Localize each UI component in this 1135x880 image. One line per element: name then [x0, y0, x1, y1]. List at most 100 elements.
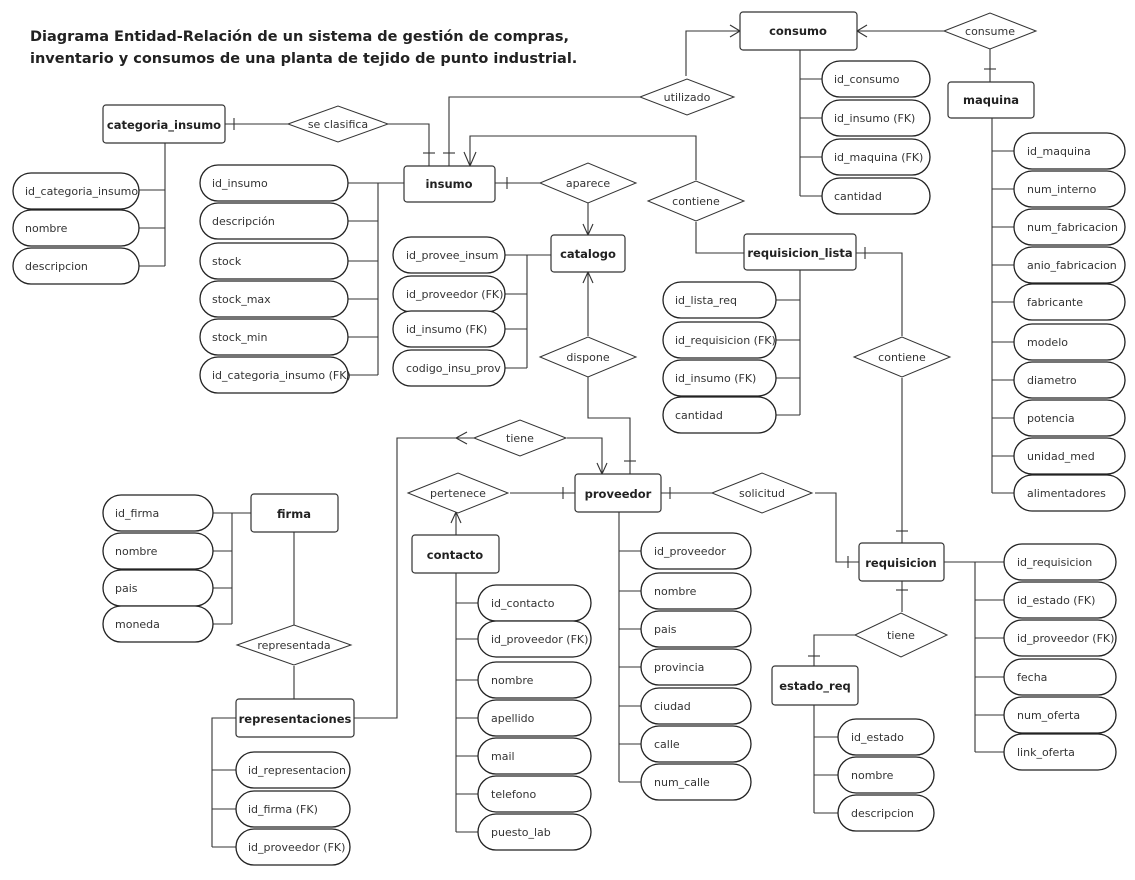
rel-solicitud: solicitud [710, 472, 814, 514]
svg-text:id_insumo: id_insumo [212, 177, 268, 190]
svg-text:id_representacion: id_representacion [248, 764, 346, 777]
svg-text:id_categoria_insumo (FK): id_categoria_insumo (FK) [212, 369, 351, 382]
rel-utilizado: utilizado [638, 78, 736, 116]
svg-text:calle: calle [654, 738, 680, 751]
attr-insumo-stock-min: stock_min [199, 318, 349, 356]
svg-text:id_proveedor (FK): id_proveedor (FK) [1017, 632, 1114, 645]
attr-maquina-modelo: modelo [1013, 323, 1126, 361]
svg-text:nombre: nombre [491, 674, 534, 687]
svg-text:stock_max: stock_max [212, 293, 271, 306]
entity-representaciones: representaciones [235, 698, 355, 738]
svg-text:num_oferta: num_oferta [1017, 709, 1080, 722]
attr-requisicion-id-proveedor: id_proveedor (FK) [1003, 619, 1117, 657]
attr-insumo-id: id_insumo [199, 164, 349, 202]
rel-consume: consume [942, 12, 1038, 50]
svg-text:insumo: insumo [425, 177, 472, 191]
svg-text:id_consumo: id_consumo [834, 73, 900, 86]
attr-maquina-num-fabricacion: num_fabricacion [1013, 208, 1126, 246]
svg-text:contiene: contiene [878, 351, 926, 364]
attr-consumo-id: id_consumo [821, 60, 931, 98]
svg-text:anio_fabricacion: anio_fabricacion [1027, 259, 1117, 272]
svg-text:id_maquina: id_maquina [1027, 145, 1091, 158]
svg-text:diametro: diametro [1027, 374, 1077, 387]
svg-text:id_insumo (FK): id_insumo (FK) [406, 323, 487, 336]
rel-tiene-estado: tiene [853, 612, 949, 658]
svg-text:id_lista_req: id_lista_req [675, 294, 737, 307]
svg-text:telefono: telefono [491, 788, 536, 801]
diagram-title-line-1: Diagrama Entidad-Relación de un sistema … [30, 29, 570, 45]
svg-text:estado_req: estado_req [779, 679, 851, 694]
svg-text:id_insumo (FK): id_insumo (FK) [675, 372, 756, 385]
attr-requisicion-id: id_requisicion [1003, 543, 1117, 581]
svg-text:requisicion_lista: requisicion_lista [747, 246, 852, 261]
svg-text:id_proveedor (FK): id_proveedor (FK) [406, 288, 503, 301]
attr-contacto-id: id_contacto [477, 584, 592, 622]
attr-contacto-puesto-lab: puesto_lab [477, 813, 592, 851]
attr-representaciones-id-proveedor: id_proveedor (FK) [235, 828, 351, 866]
relationships: se clasifica utilizado consume aparece c… [235, 12, 1038, 666]
attr-proveedor-num-calle: num_calle [640, 763, 752, 801]
attr-catalogo-id-proveedor: id_proveedor (FK) [392, 275, 506, 313]
attr-firma-pais: pais [102, 569, 214, 607]
svg-text:proveedor: proveedor [585, 487, 652, 501]
entity-proveedor: proveedor [574, 473, 662, 513]
attr-firma-nombre: nombre [102, 532, 214, 570]
svg-text:consumo: consumo [769, 24, 827, 38]
svg-text:tiene: tiene [506, 432, 534, 445]
entity-firma: firma [250, 493, 339, 533]
attr-contacto-apellido: apellido [477, 699, 592, 737]
svg-text:id_firma: id_firma [115, 507, 159, 520]
attr-req-lista-id-requisicion: id_requisicion (FK) [662, 321, 777, 359]
svg-text:id_estado (FK): id_estado (FK) [1017, 594, 1095, 607]
svg-text:potencia: potencia [1027, 412, 1075, 425]
svg-text:ciudad: ciudad [654, 700, 691, 713]
attr-insumo-stock-max: stock_max [199, 280, 349, 318]
svg-text:consume: consume [965, 25, 1015, 38]
attr-insumo-descripcion: descripción [199, 202, 349, 240]
diagram-title-line-2: inventario y consumos de una planta de t… [30, 51, 578, 67]
svg-text:nombre: nombre [654, 585, 697, 598]
svg-text:solicitud: solicitud [739, 487, 785, 500]
attr-consumo-cantidad: cantidad [821, 177, 931, 215]
attr-contacto-nombre: nombre [477, 661, 592, 699]
svg-text:catalogo: catalogo [560, 247, 616, 261]
svg-text:id_estado: id_estado [851, 731, 904, 744]
svg-text:mail: mail [491, 750, 515, 763]
svg-text:representaciones: representaciones [239, 712, 352, 726]
svg-text:pais: pais [115, 582, 138, 595]
svg-text:requisicion: requisicion [865, 556, 936, 570]
svg-text:descripción: descripción [212, 215, 275, 228]
svg-text:fecha: fecha [1017, 671, 1047, 684]
attr-maquina-unidad-med: unidad_med [1013, 437, 1126, 475]
attr-maquina-diametro: diametro [1013, 361, 1126, 399]
attr-categoria-insumo-id: id_categoria_insumo [12, 172, 140, 210]
svg-text:stock: stock [212, 255, 242, 268]
svg-text:codigo_insu_prov: codigo_insu_prov [406, 362, 501, 375]
rel-se-clasifica: se clasifica [286, 105, 390, 143]
svg-text:categoria_insumo: categoria_insumo [107, 118, 221, 133]
rel-aparece: aparece [538, 162, 638, 204]
svg-text:id_firma (FK): id_firma (FK) [248, 803, 318, 816]
attr-requisicion-fecha: fecha [1003, 658, 1117, 696]
svg-text:cantidad: cantidad [675, 409, 723, 422]
svg-text:descripcion: descripcion [25, 260, 88, 273]
svg-text:modelo: modelo [1027, 336, 1068, 349]
attr-contacto-mail: mail [477, 737, 592, 775]
attr-consumo-id-insumo: id_insumo (FK) [821, 99, 931, 137]
rel-dispone: dispone [538, 336, 638, 378]
attr-estado-req-nombre: nombre [837, 756, 935, 794]
attributes: id_categoria_insumo nombre descripcion i… [12, 60, 1126, 866]
svg-text:contiene: contiene [672, 195, 720, 208]
attr-proveedor-provincia: provincia [640, 648, 752, 686]
entities: categoria_insumo insumo catalogo consumo… [102, 11, 1035, 738]
attr-firma-id: id_firma [102, 494, 214, 532]
svg-text:moneda: moneda [115, 618, 160, 631]
attr-catalogo-codigo: codigo_insu_prov [392, 349, 506, 387]
svg-text:provincia: provincia [654, 661, 704, 674]
entity-requisicion: requisicion [858, 542, 945, 582]
svg-text:id_maquina (FK): id_maquina (FK) [834, 151, 923, 164]
attr-contacto-id-proveedor: id_proveedor (FK) [477, 620, 592, 658]
svg-text:dispone: dispone [566, 351, 609, 364]
svg-text:pais: pais [654, 623, 677, 636]
svg-text:utilizado: utilizado [664, 91, 711, 104]
